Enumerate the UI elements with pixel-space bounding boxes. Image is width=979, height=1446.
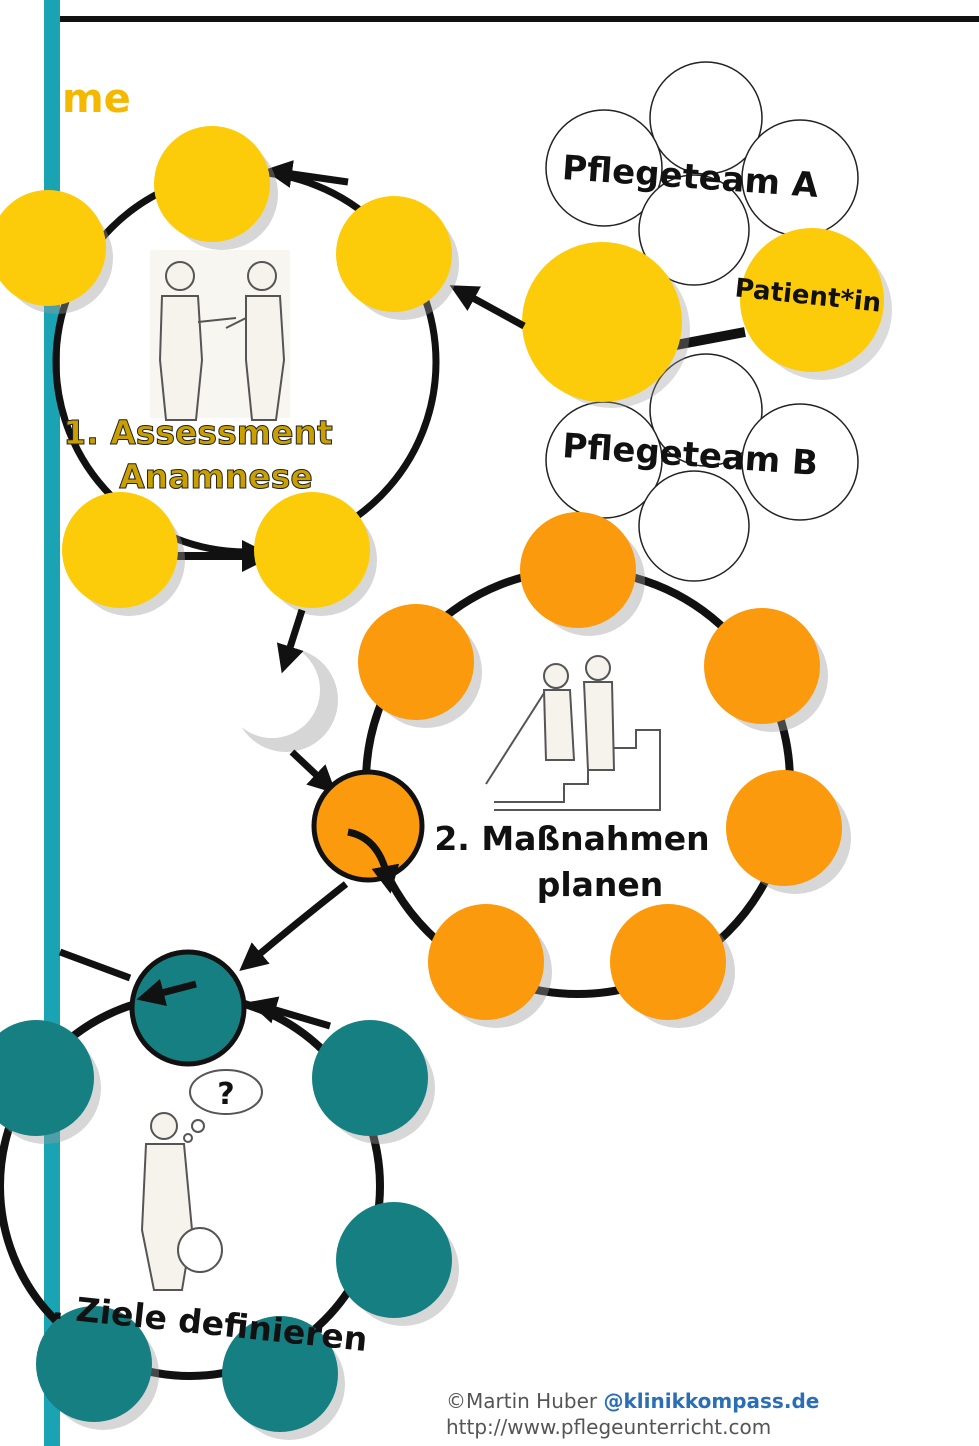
goals-step xyxy=(36,1306,152,1422)
assessment-label-line1: 1. Assessment xyxy=(63,413,333,452)
goals-step xyxy=(0,1020,94,1136)
assessment-step xyxy=(0,190,106,306)
transition-connector xyxy=(224,608,338,794)
planning-step xyxy=(704,608,820,724)
arrow-patient-to-assessment xyxy=(449,285,526,330)
credits: ©Martin Huber @klinikkompass.de http://w… xyxy=(446,1388,819,1440)
top-rule xyxy=(60,16,979,22)
conversation-illustration xyxy=(150,250,290,421)
planning-step xyxy=(610,904,726,1020)
patient-circle xyxy=(740,228,884,372)
assessment-step xyxy=(336,196,452,312)
patient-team-cluster: Pflegeteam A Pflegeteam B Patient*in xyxy=(522,61,892,582)
goals-step xyxy=(222,1316,338,1432)
patient-main-circle xyxy=(522,242,682,402)
planning-step xyxy=(358,604,474,720)
assessment-step xyxy=(154,126,270,242)
website-link[interactable]: http://www.pflegeunterricht.com xyxy=(446,1415,772,1439)
assessment-step xyxy=(62,492,178,608)
stairs-illustration xyxy=(485,655,661,811)
assessment-label-line2: Anamnese xyxy=(119,457,313,496)
goals-step xyxy=(336,1202,452,1318)
planning-label-line1: 2. Maßnahmen xyxy=(434,819,709,858)
section-title: me xyxy=(62,76,131,122)
question-mark: ? xyxy=(217,1077,234,1112)
planning-step xyxy=(726,770,842,886)
planning-step xyxy=(520,512,636,628)
planning-label-line2: planen xyxy=(537,865,664,904)
assessment-cluster: 1. Assessment Anamnese xyxy=(0,126,459,616)
goals-entry-node xyxy=(129,949,247,1067)
goals-step xyxy=(312,1020,428,1136)
social-handle-link[interactable]: @klinikkompass.de xyxy=(603,1389,820,1413)
arrow-left-connector xyxy=(58,948,132,982)
assessment-step xyxy=(254,492,370,608)
planning-cluster: 2. Maßnahmen planen xyxy=(311,512,851,1028)
planning-step xyxy=(428,904,544,1020)
goals-cluster: ? . Ziele definieren xyxy=(0,949,459,1440)
arrow-planning-to-goals xyxy=(239,881,349,972)
copyright-text: ©Martin Huber xyxy=(446,1389,598,1413)
planning-entry-node xyxy=(311,769,425,883)
thinking-person-illustration xyxy=(140,1069,263,1291)
